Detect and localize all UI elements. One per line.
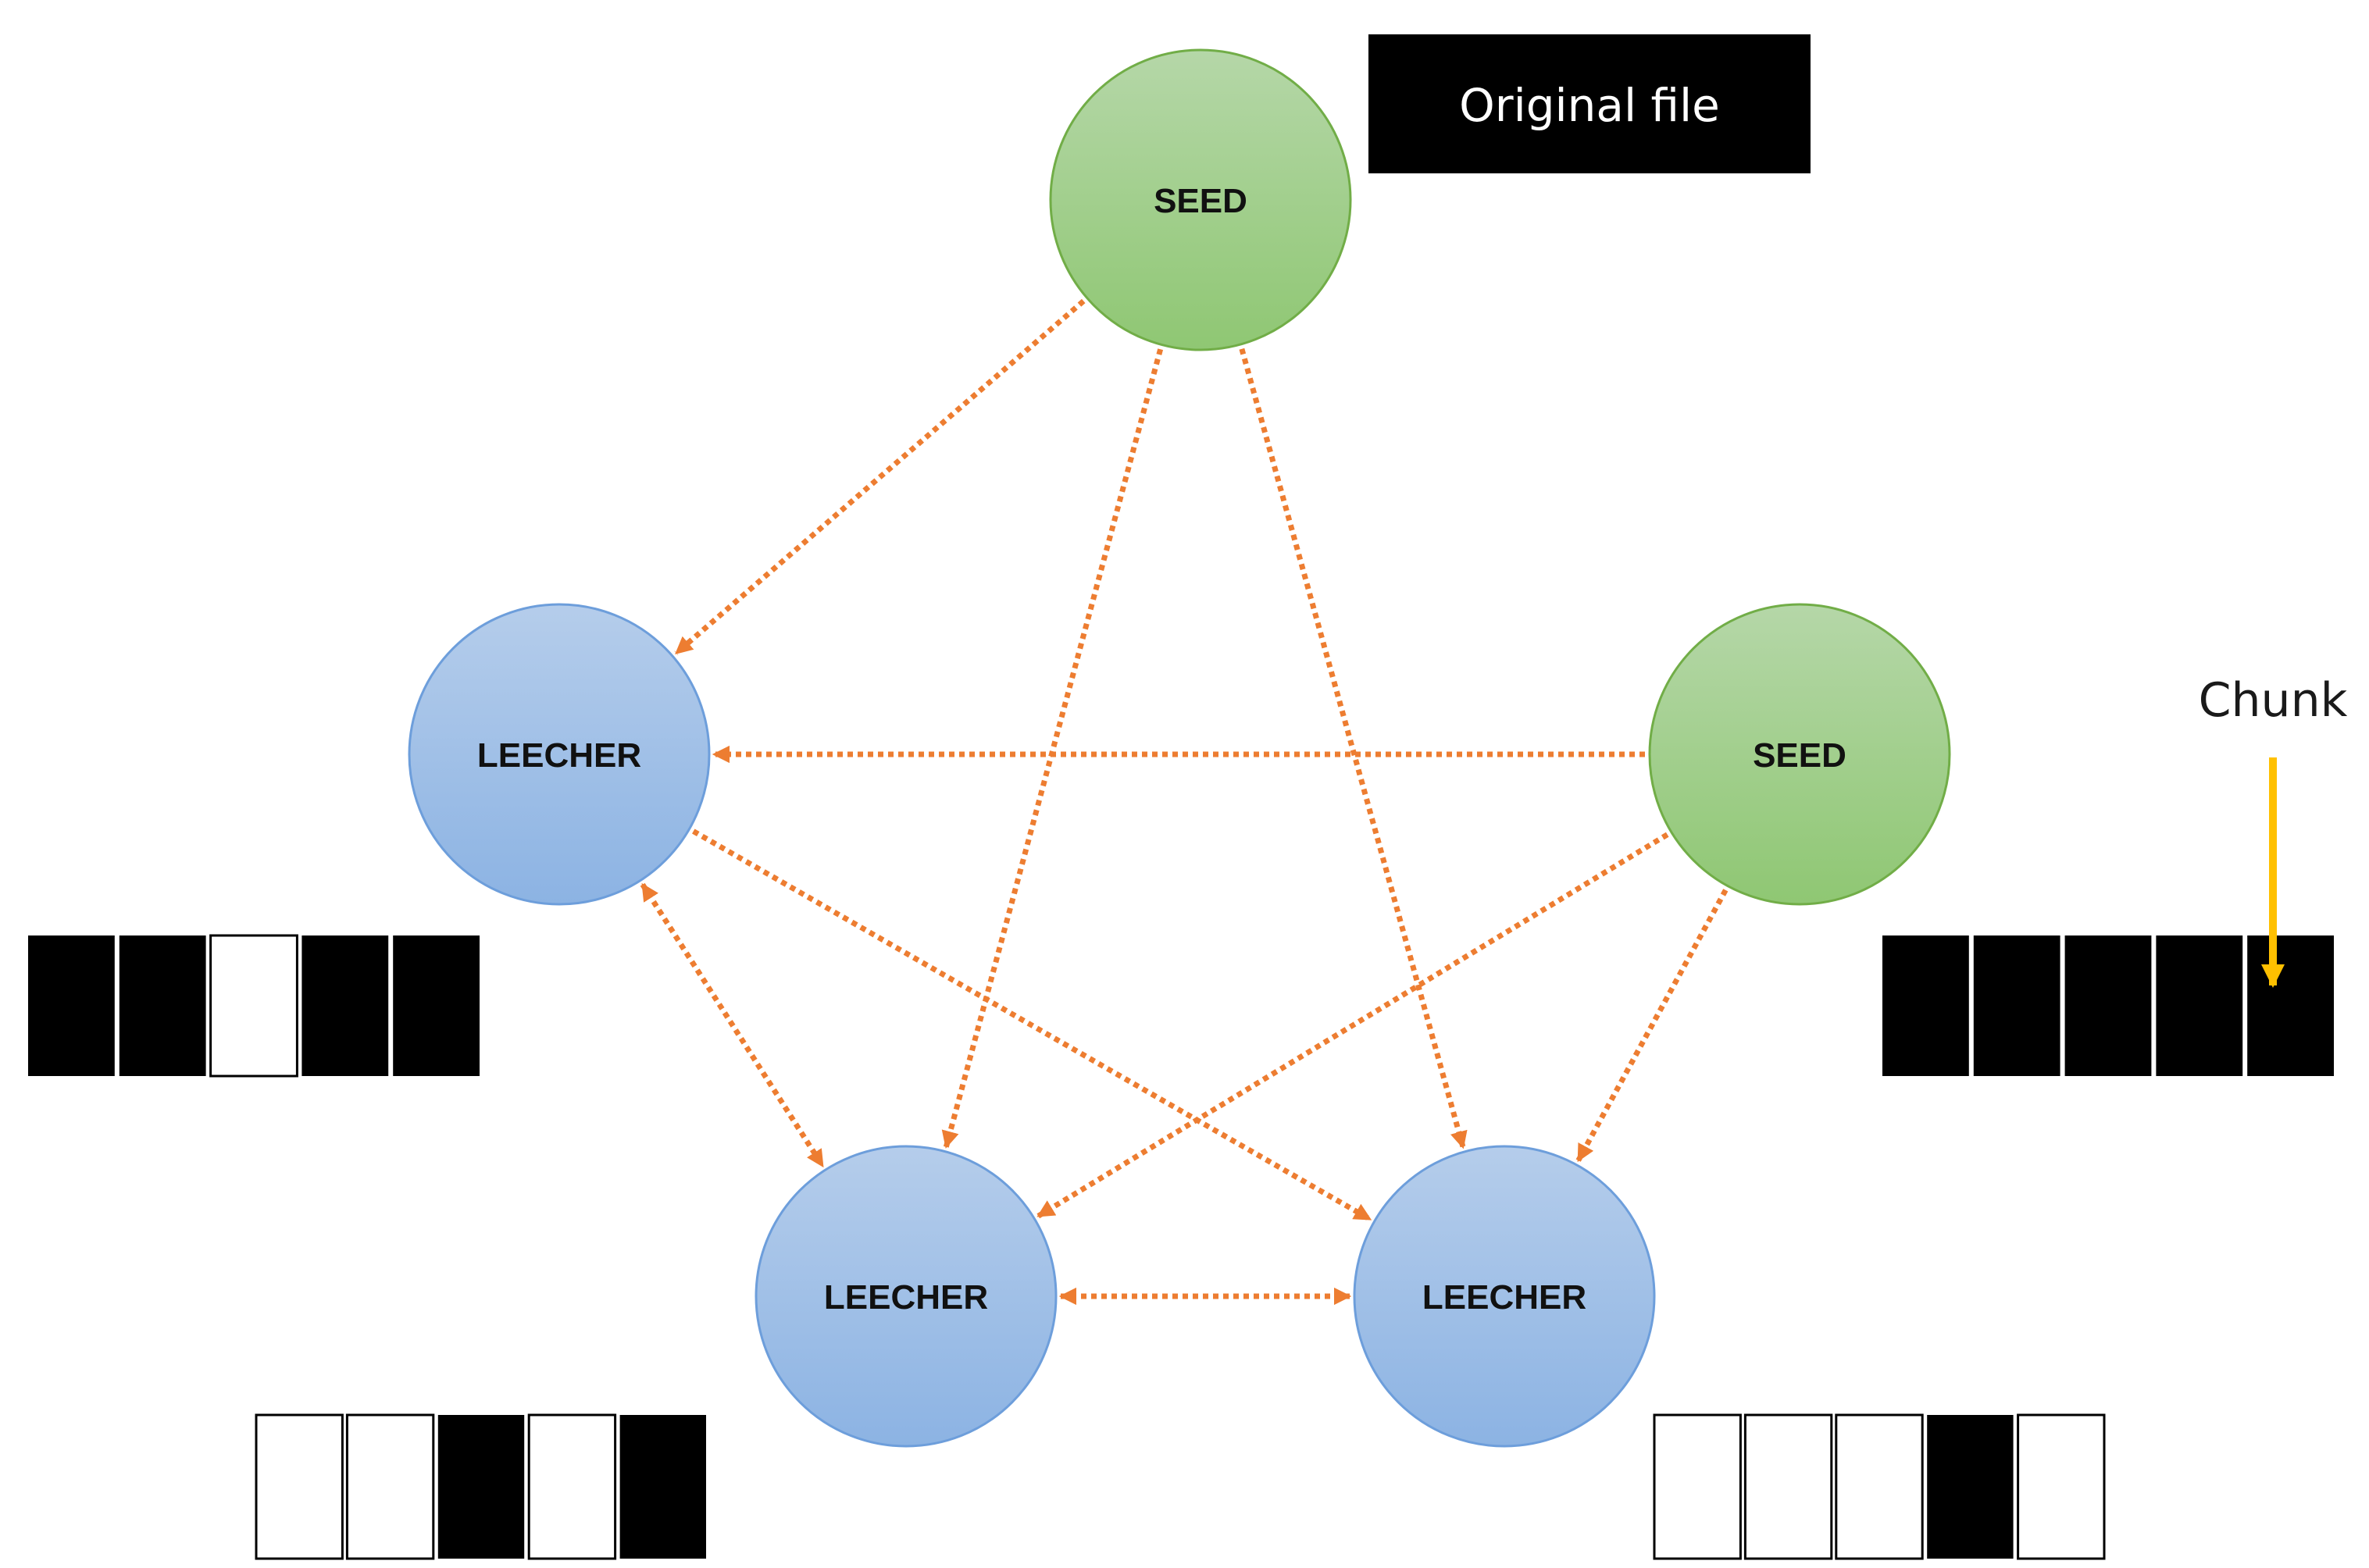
chunk-filled [2247, 935, 2334, 1076]
node-leecher-left: LEECHER [408, 603, 711, 906]
chunk-empty [1653, 1413, 1742, 1560]
chunk-empty [527, 1413, 617, 1560]
chunk-filled [1882, 935, 1969, 1076]
seed-label: SEED [1154, 182, 1247, 220]
connection-leecher-left-to-leecher-bottom-left [640, 882, 826, 1168]
chunk-filled [2156, 935, 2243, 1076]
chunk-filled [2064, 935, 2152, 1076]
chunk-filled [393, 935, 480, 1076]
connection-seed-right-to-leecher-bottom-left [1036, 832, 1669, 1219]
seed-circle [1049, 48, 1352, 351]
original-file-background [1368, 34, 1811, 173]
chunk-pointer: Chunk [2199, 673, 2348, 988]
chunk-filled [437, 1415, 525, 1559]
connections-layer [640, 298, 1729, 1306]
chunk-empty [255, 1413, 344, 1560]
connection-seed-right-to-leecher-bottom-right [1575, 889, 1729, 1163]
chunk-empty [2017, 1413, 2106, 1560]
chunk-map-leecher-left [28, 934, 480, 1078]
chunk-maps-layer [28, 934, 2334, 1560]
chunk-filled [28, 935, 115, 1076]
node-leecher-bottom-right: LEECHER [1353, 1145, 1656, 1448]
leecher-label: LEECHER [824, 1278, 988, 1317]
connection-leecher-left-to-leecher-bottom-right [692, 829, 1372, 1222]
leecher-circle [408, 603, 711, 906]
original-file-box: Original file [1368, 34, 1811, 173]
original-file-label: Original file [1459, 79, 1720, 132]
connection-seed-top-to-leecher-bottom-left [941, 348, 1164, 1149]
nodes-layer: SEED LEECHER SEED LEECHER LEECHER [408, 48, 1951, 1448]
node-seed-right: SEED [1648, 603, 1951, 906]
node-leecher-bottom-left: LEECHER [755, 1145, 1058, 1448]
chunk-empty [1743, 1413, 1833, 1560]
leecher-circle [1353, 1145, 1656, 1448]
chunk-filled [119, 935, 206, 1076]
seed-circle [1648, 603, 1951, 906]
chunk-map-leecher-bottom-left [255, 1413, 706, 1560]
connection-seed-top-to-leecher-left [674, 298, 1086, 656]
node-seed-top: SEED [1049, 48, 1352, 351]
chunk-empty [209, 934, 298, 1078]
chunk-map-seed-right [1882, 935, 2334, 1076]
chunk-filled [619, 1415, 706, 1559]
leecher-circle [755, 1145, 1058, 1448]
connection-seed-top-to-leecher-bottom-right [1239, 347, 1468, 1149]
leecher-label: LEECHER [477, 736, 641, 775]
chunk-empty [1835, 1413, 1924, 1560]
leecher-label: LEECHER [1422, 1278, 1586, 1317]
chunk-map-leecher-bottom-right [1653, 1413, 2106, 1560]
chunk-empty [345, 1413, 435, 1560]
chunk-filled [1927, 1415, 2014, 1559]
seed-label: SEED [1753, 736, 1846, 775]
chunk-label: Chunk [2199, 673, 2348, 728]
chunk-filled [1973, 935, 2060, 1076]
chunk-filled [301, 935, 389, 1076]
